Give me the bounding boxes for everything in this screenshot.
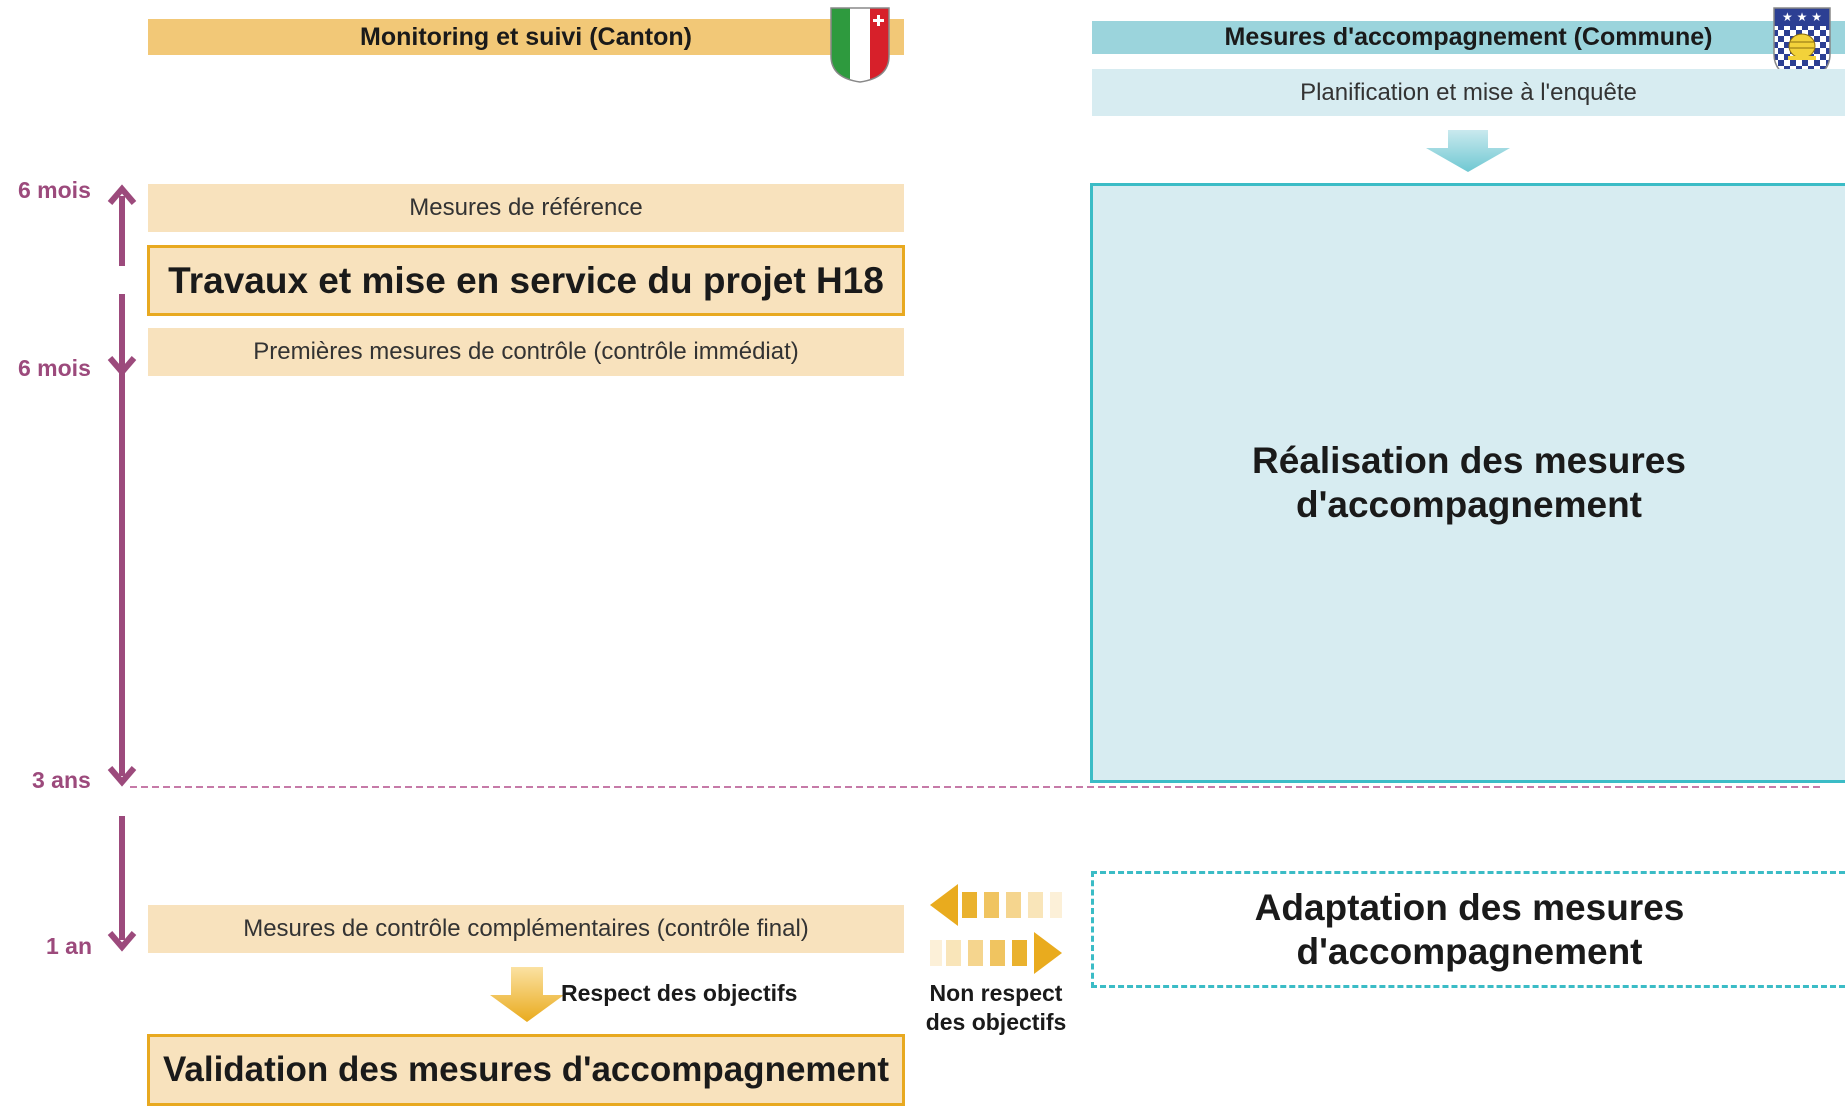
commune-header: Mesures d'accompagnement (Commune): [1092, 21, 1845, 54]
svg-text:★ ★ ★: ★ ★ ★: [1782, 10, 1822, 24]
commune-coat-of-arms-icon: ★ ★ ★: [1772, 6, 1832, 82]
first-control-measures: Premières mesures de contrôle (contrôle …: [148, 328, 904, 376]
validation-box: Validation des mesures d'accompagnement: [147, 1034, 905, 1106]
complementary-control-measures: Mesures de contrôle complémentaires (con…: [148, 905, 904, 953]
canton-header: Monitoring et suivi (Canton): [148, 19, 904, 55]
respect-objectives-label: Respect des objectifs: [561, 980, 798, 1006]
down-arrow-blue: [1426, 130, 1510, 172]
right-arrow-gold: [930, 932, 1062, 974]
timeline-label-1-year: 1 an: [46, 933, 93, 959]
reference-measures: Mesures de référence: [148, 184, 904, 232]
timeline-label-3-years: 3 ans: [32, 767, 91, 793]
timeline-label-6-months-after: 6 mois: [18, 355, 91, 381]
adaptation-label: Adaptation des mesures d'accompagnement: [1254, 886, 1685, 972]
down-arrow-gold: [490, 967, 564, 1022]
timeline-label-6-months-before: 6 mois: [18, 177, 91, 203]
non-respect-objectives-label: Non respect des objectifs: [925, 980, 1067, 1035]
adaptation-box: Adaptation des mesures d'accompagnement: [1091, 871, 1845, 988]
left-arrow-gold: [930, 884, 1062, 926]
works-h18-box: Travaux et mise en service du projet H18: [147, 245, 905, 316]
timeline-arrowhead-up: [107, 184, 137, 205]
timeline-arrowhead-down: [107, 766, 137, 787]
canton-coat-of-arms-icon: [829, 6, 891, 83]
realisation-box: Réalisation des mesures d'accompagnement: [1090, 183, 1845, 783]
timeline-arrowhead-down: [107, 931, 137, 952]
realisation-label: Réalisation des mesures d'accompagnement: [1252, 440, 1686, 525]
planning-box: Planification et mise à l'enquête: [1092, 69, 1845, 116]
timeline-arrowhead-down: [107, 356, 137, 377]
